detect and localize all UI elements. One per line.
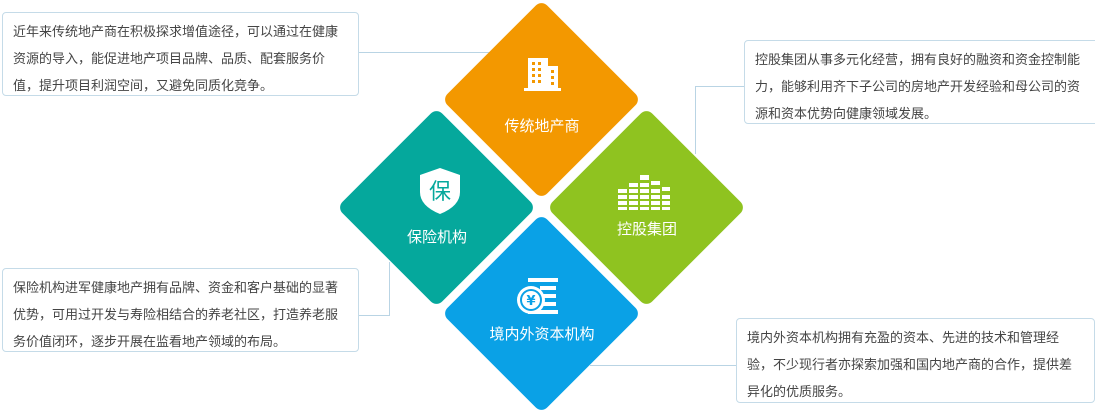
shield-bao-icon: 保 (420, 168, 460, 214)
connector-capital (590, 365, 737, 366)
desc-holding: 控股集团从事多元化经营，拥有良好的融资和资金控制能力，能够利用齐下子公司的房地产… (744, 40, 1095, 124)
connector-holding (695, 86, 745, 87)
building-icon (524, 58, 561, 91)
desc-insurance: 保险机构进军健康地产拥有品牌、资金和客户基础的显著优势，可用过开发与寿险相结合的… (2, 268, 359, 352)
label-capital: 境内外资本机构 (489, 325, 595, 343)
connector-holding-v (695, 86, 696, 154)
connector-developer (358, 52, 493, 53)
svg-text:¥: ¥ (526, 294, 535, 309)
desc-developer: 近年来传统地产商在积极探求增值途径，可以通过在健康资源的导入，能促进地产项目品牌… (2, 12, 359, 96)
label-insurance: 保险机构 (406, 228, 467, 246)
yuan-coins-icon: ¥ (517, 278, 558, 314)
buildings-group-icon (618, 175, 670, 210)
label-holding: 控股集团 (616, 220, 677, 238)
desc-capital: 境内外资本机构拥有充盈的资本、先进的技术和管理经验，不少现行者亦探索加强和国内地… (736, 318, 1095, 403)
connector-insurance (358, 315, 390, 316)
svg-text:保: 保 (429, 180, 451, 205)
connector-insurance-v (389, 262, 390, 316)
label-developer: 传统地产商 (504, 117, 580, 135)
